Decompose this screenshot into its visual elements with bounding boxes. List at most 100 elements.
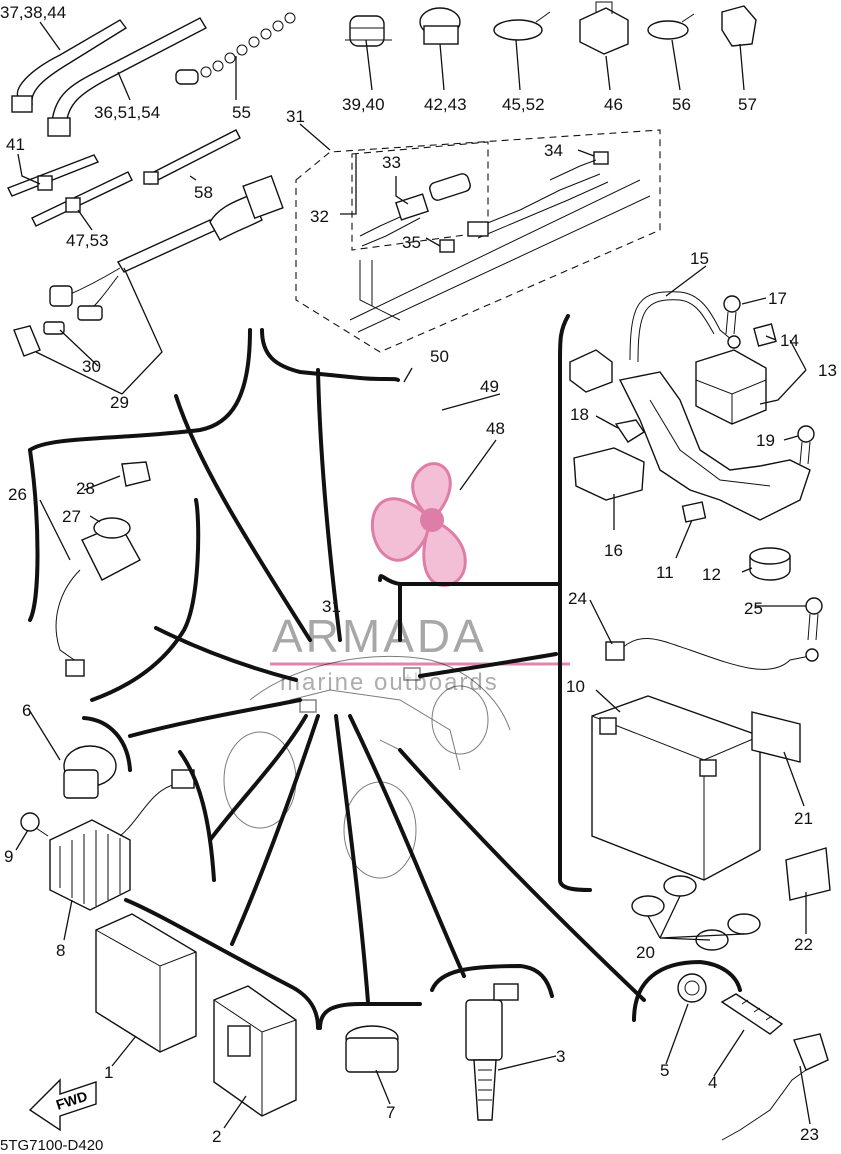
callout-46: 46 <box>604 95 623 114</box>
cable-tie-47 <box>31 171 133 227</box>
callout-15: 15 <box>690 249 709 268</box>
callout-18: 18 <box>570 405 589 424</box>
cap-30 <box>13 321 65 357</box>
callout-10: 10 <box>566 677 585 696</box>
watermark-tagline-text: marine outboards <box>280 669 499 696</box>
clip-18 <box>614 419 645 443</box>
main-switch-26 <box>55 461 151 677</box>
atv-silhouette <box>223 655 511 879</box>
switch-6 <box>63 745 117 799</box>
callout-47-53: 47,53 <box>66 231 109 250</box>
cable-tie-58 <box>143 129 241 185</box>
holder-57 <box>721 5 757 47</box>
callout-36-51-54: 36,51,54 <box>94 103 160 122</box>
bracket-11 <box>618 371 811 523</box>
cable-tie-41 <box>7 154 100 197</box>
callout-22: 22 <box>794 935 813 954</box>
callout-4: 4 <box>708 1073 717 1092</box>
callout-49: 49 <box>480 377 499 396</box>
pad-21 <box>751 711 801 763</box>
callout-50: 50 <box>430 347 449 366</box>
connector-holder-46 <box>579 1 629 55</box>
grommet-39 <box>345 15 392 47</box>
callout-35: 35 <box>402 233 421 252</box>
bolt-17 <box>723 295 741 335</box>
caps-20 <box>631 875 761 951</box>
spark-plug-4 <box>720 993 784 1035</box>
callout-19: 19 <box>756 431 775 450</box>
leader-lines <box>15 21 811 1129</box>
callout-39-40: 39,40 <box>342 95 385 114</box>
harness-leader-wires <box>128 368 646 1004</box>
bead-chain-55 <box>175 12 296 85</box>
callout-23: 23 <box>800 1125 819 1144</box>
callout-29: 29 <box>110 393 129 412</box>
o-ring-5 <box>677 973 707 1003</box>
callout-9: 9 <box>4 847 13 866</box>
callout-56: 56 <box>672 95 691 114</box>
callout-41: 41 <box>6 135 25 154</box>
starter-relay-13 <box>695 349 767 425</box>
battery-10 <box>591 695 761 881</box>
callout-17: 17 <box>768 289 787 308</box>
callout-33: 33 <box>382 153 401 172</box>
callout-31-center: 31 <box>322 597 341 616</box>
callout-25: 25 <box>744 599 763 618</box>
callout-21: 21 <box>794 809 813 828</box>
callout-32: 32 <box>310 207 329 226</box>
grouping-brackets <box>28 314 742 1030</box>
plug-cap-23 <box>721 1033 829 1141</box>
ecu-2 <box>213 985 297 1117</box>
sub-harness-box-31 <box>295 129 661 353</box>
callout-24: 24 <box>568 589 587 608</box>
callout-11: 11 <box>656 563 674 582</box>
band-clip-45 <box>493 11 551 41</box>
pad-22 <box>785 847 831 901</box>
callout-55: 55 <box>232 103 251 122</box>
damper-12 <box>749 547 791 581</box>
callout-2: 2 <box>212 1127 221 1146</box>
sensor-7 <box>345 1025 399 1073</box>
callout-labels: 37,38,44 36,51,54 55 39,40 42,43 45,52 4… <box>0 3 837 1146</box>
cable-tie-37 <box>11 19 128 113</box>
callout-58: 58 <box>194 183 213 202</box>
callout-42-43: 42,43 <box>424 95 467 114</box>
watermark-propeller-logo <box>370 462 467 587</box>
callout-7: 7 <box>386 1103 395 1122</box>
callout-6: 6 <box>22 701 31 720</box>
callout-1: 1 <box>104 1063 113 1082</box>
callout-16: 16 <box>604 541 623 560</box>
callout-45-52: 45,52 <box>502 95 545 114</box>
bolt-9 <box>20 812 49 837</box>
callout-20: 20 <box>636 943 655 962</box>
fwd-arrow-icon: FWD <box>28 1078 97 1132</box>
callout-31-top: 31 <box>286 107 305 126</box>
callout-57: 57 <box>738 95 757 114</box>
callout-3: 3 <box>556 1047 565 1066</box>
watermark-brand-text: ARMADA <box>272 610 487 662</box>
callout-30: 30 <box>82 357 101 376</box>
holder-cover-near-15 <box>569 349 613 393</box>
ignition-coil-3 <box>465 983 519 1121</box>
band-clip-56 <box>647 13 695 40</box>
callout-37-38-44: 37,38,44 <box>0 3 66 22</box>
callout-14: 14 <box>780 331 799 350</box>
cdi-unit-1 <box>95 913 197 1053</box>
holder-16 <box>573 447 645 501</box>
clamp-42 <box>419 7 461 45</box>
callout-34: 34 <box>544 141 563 160</box>
bolt-25 <box>805 597 823 641</box>
fuse-14 <box>753 323 777 347</box>
callout-26: 26 <box>8 485 27 504</box>
callout-13: 13 <box>818 361 837 380</box>
diagram-code: 5TG7100-D420 <box>0 1137 103 1154</box>
wire-harness-29 <box>49 174 284 321</box>
callout-5: 5 <box>660 1061 669 1080</box>
bolt-19 <box>797 425 815 465</box>
callout-48: 48 <box>486 419 505 438</box>
cable-tie-36 <box>47 17 207 137</box>
callout-27: 27 <box>62 507 81 526</box>
rectifier-regulator-8 <box>49 769 195 911</box>
